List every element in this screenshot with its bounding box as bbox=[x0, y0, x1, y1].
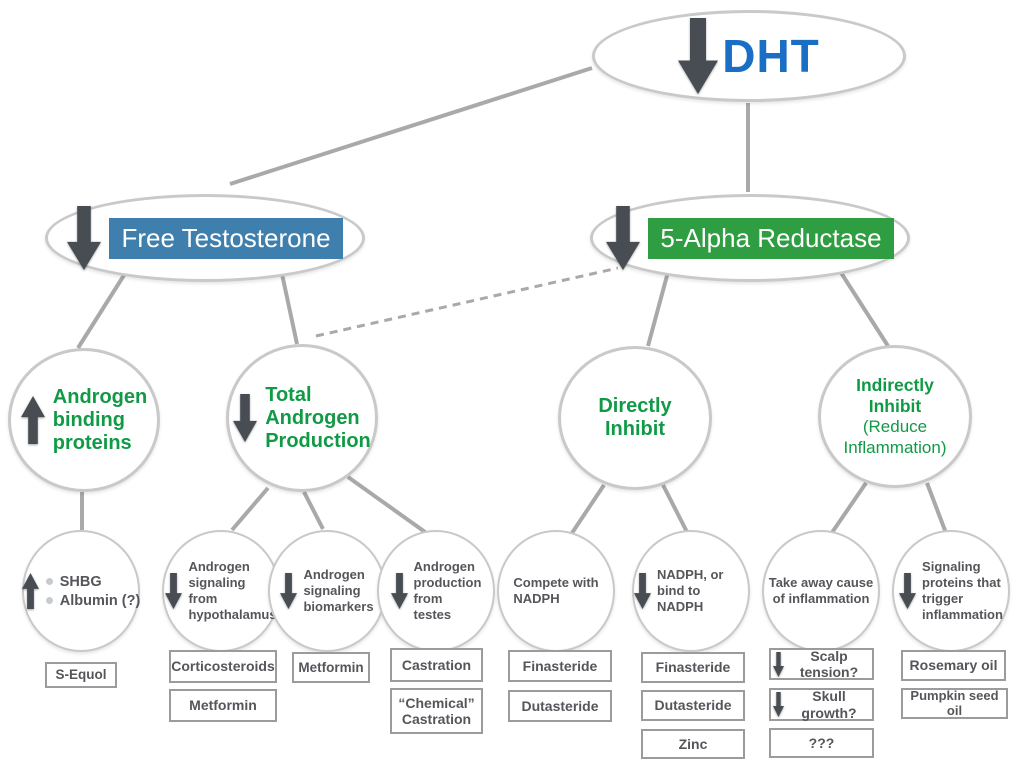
five-alpha-reductase-label: 5-Alpha Reductase bbox=[648, 217, 894, 259]
production-testes-label: Androgen production from testes bbox=[413, 559, 482, 622]
scalp-tension-box: Scalp tension? bbox=[769, 648, 874, 680]
free-testosterone-label: Free Testosterone bbox=[109, 217, 343, 259]
albumin-label: Albumin (?) bbox=[59, 592, 141, 609]
castration-box: Castration bbox=[390, 648, 483, 682]
s-equol-box: S-Equol bbox=[45, 662, 117, 688]
indirectly-inhibit-label: Indirectly Inhibit bbox=[856, 375, 934, 417]
skull-growth-label: Skull growth? bbox=[801, 688, 857, 721]
skull-growth-box: Skull growth? bbox=[769, 688, 874, 721]
down-arrow-icon bbox=[165, 573, 183, 609]
indirectly-inhibit-node: Indirectly Inhibit (Reduce Inflammation) bbox=[818, 345, 972, 488]
chemical-castration-label: “Chemical” Castration bbox=[398, 694, 475, 727]
bullet-icon bbox=[45, 597, 53, 604]
metformin-box: Metformin bbox=[169, 689, 277, 722]
compete-nadph-label: Compete with NADPH bbox=[513, 575, 599, 606]
unknown-label: ??? bbox=[808, 734, 835, 751]
finasteride-box: Finasteride bbox=[508, 650, 612, 682]
scalp-tension-label: Scalp tension? bbox=[799, 647, 859, 680]
corticosteroids-label: Corticosteroids bbox=[171, 658, 275, 675]
edge-totalandrogen-testes bbox=[346, 475, 434, 539]
edge-directly-bindnadph bbox=[661, 484, 689, 533]
s-equol-label: S-Equol bbox=[55, 667, 107, 683]
dutasteride-box: Dutasteride bbox=[641, 690, 745, 721]
inflammation-cause-label: Take away cause of inflammation bbox=[768, 575, 874, 606]
list-item: SHBG bbox=[45, 573, 141, 590]
androgen-binding-proteins-node: Androgen binding proteins bbox=[8, 348, 160, 492]
finasteride-label: Finasteride bbox=[522, 657, 598, 674]
compete-nadph-node: Compete with NADPH bbox=[497, 530, 615, 652]
down-arrow-icon bbox=[280, 573, 298, 609]
dht-node: DHT bbox=[592, 10, 906, 102]
metformin-box: Metformin bbox=[292, 652, 370, 683]
edge-indirectly-proteins bbox=[925, 482, 948, 534]
indirectly-inhibit-note: (Reduce Inflammation) bbox=[843, 417, 947, 457]
shbg-albumin-node: SHBG Albumin (?) bbox=[21, 530, 141, 652]
down-arrow-icon bbox=[67, 206, 102, 270]
rosemary-oil-box: Rosemary oil bbox=[901, 650, 1006, 681]
zinc-label: Zinc bbox=[678, 735, 708, 752]
bind-nadph-label: NADPH, or bind to NADPH bbox=[657, 567, 724, 614]
androgen-binding-proteins-label: Androgen binding proteins bbox=[52, 385, 148, 454]
free-testosterone-node: Free Testosterone bbox=[45, 194, 365, 282]
down-arrow-icon bbox=[678, 18, 719, 94]
down-arrow-icon bbox=[634, 573, 651, 609]
metformin-label: Metformin bbox=[189, 697, 257, 714]
dutasteride-label: Dutasteride bbox=[521, 697, 599, 714]
edge-freet-totalandrogen bbox=[280, 273, 299, 345]
unknown-box: ??? bbox=[769, 728, 874, 758]
rosemary-oil-label: Rosemary oil bbox=[909, 657, 998, 674]
signaling-hypothalamus-node: Androgen signaling from hypothalamus bbox=[162, 530, 280, 652]
edge-totalandrogen-reductase-dashed bbox=[315, 266, 619, 338]
finasteride-box: Finasteride bbox=[641, 652, 745, 683]
edge-totalandrogen-hypothalamus bbox=[230, 486, 270, 532]
finasteride-label: Finasteride bbox=[655, 659, 731, 676]
metformin-label: Metformin bbox=[298, 659, 364, 675]
down-arrow-icon bbox=[606, 206, 641, 270]
list-item: Albumin (?) bbox=[45, 592, 141, 609]
edge-indirectly-cause bbox=[829, 481, 868, 536]
bullet-icon bbox=[45, 578, 53, 585]
edge-freet-bindingproteins bbox=[76, 270, 128, 350]
total-androgen-production-node: Total Androgen Production bbox=[226, 344, 378, 492]
zinc-box: Zinc bbox=[641, 729, 745, 759]
castration-label: Castration bbox=[401, 656, 472, 673]
signaling-proteins-label: Signaling proteins that trigger inflamma… bbox=[922, 559, 1003, 622]
corticosteroids-box: Corticosteroids bbox=[169, 650, 277, 683]
signaling-biomarkers-node: Androgen signaling biomarkers bbox=[268, 530, 386, 652]
total-androgen-production-label: Total Androgen Production bbox=[265, 383, 371, 452]
edge-reductase-directly bbox=[646, 271, 670, 347]
up-arrow-icon bbox=[20, 396, 45, 444]
down-arrow-icon bbox=[773, 692, 784, 717]
signaling-hypothalamus-label: Androgen signaling from hypothalamus bbox=[188, 559, 277, 622]
pumpkin-seed-oil-box: Pumpkin seed oil bbox=[901, 688, 1008, 719]
directly-inhibit-node: Directly Inhibit bbox=[558, 346, 712, 490]
up-arrow-icon bbox=[21, 573, 39, 609]
down-arrow-icon bbox=[899, 573, 917, 609]
signaling-proteins-node: Signaling proteins that trigger inflamma… bbox=[892, 530, 1010, 652]
down-arrow-icon bbox=[233, 394, 258, 442]
bind-nadph-node: NADPH, or bind to NADPH bbox=[632, 530, 750, 652]
signaling-biomarkers-label: Androgen signaling biomarkers bbox=[303, 567, 374, 614]
chemical-castration-box: “Chemical” Castration bbox=[390, 688, 483, 734]
edge-reductase-indirectly bbox=[836, 266, 890, 348]
shbg-label: SHBG bbox=[59, 573, 102, 590]
pumpkin-seed-oil-label: Pumpkin seed oil bbox=[910, 687, 999, 718]
down-arrow-icon bbox=[390, 573, 408, 609]
five-alpha-reductase-node: 5-Alpha Reductase bbox=[590, 194, 910, 282]
dht-label: DHT bbox=[722, 30, 820, 82]
edge-totalandrogen-biomarkers bbox=[302, 491, 325, 530]
directly-inhibit-label: Directly Inhibit bbox=[598, 395, 672, 440]
edge-dht-freetestosterone bbox=[229, 66, 593, 186]
binding-proteins-list: SHBG Albumin (?) bbox=[45, 573, 141, 609]
production-testes-node: Androgen production from testes bbox=[377, 530, 495, 652]
edge-directly-compete bbox=[570, 483, 606, 535]
inflammation-cause-node: Take away cause of inflammation bbox=[762, 530, 880, 652]
dutasteride-box: Dutasteride bbox=[508, 690, 612, 722]
down-arrow-icon bbox=[773, 651, 784, 677]
dutasteride-label: Dutasteride bbox=[654, 697, 732, 714]
